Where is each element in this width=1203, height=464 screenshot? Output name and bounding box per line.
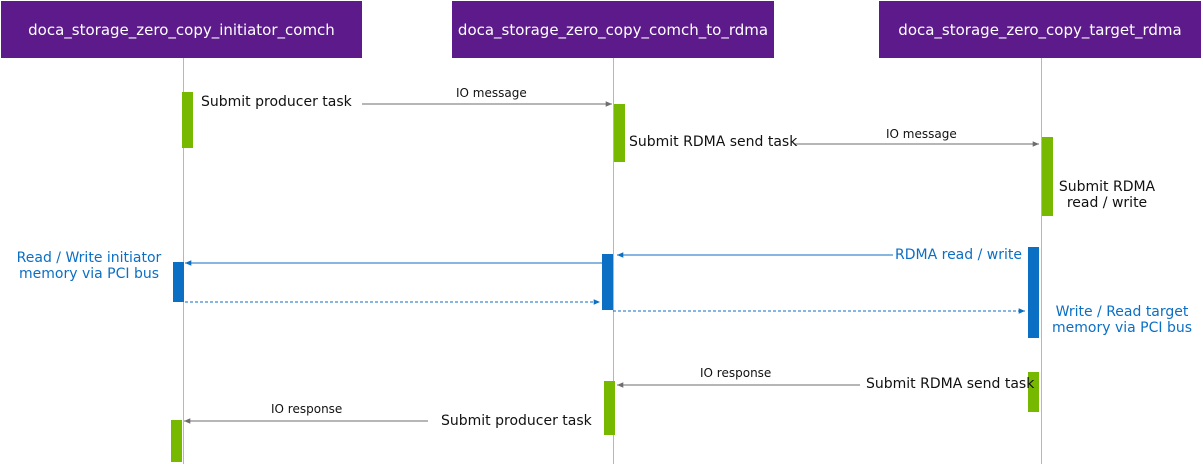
- label-target-write-read-line2: memory via PCI bus: [1052, 320, 1192, 336]
- lifeline-comch-to-rdma: [613, 58, 614, 464]
- activation-initiator-3: [171, 420, 182, 462]
- label-submit-rdma-read-write-line2: read / write: [1066, 195, 1148, 211]
- lifeline-target: [1041, 58, 1042, 464]
- label-submit-producer-task-2: Submit producer task: [441, 413, 592, 429]
- label-submit-rdma-send-task-1: Submit RDMA send task: [629, 134, 798, 150]
- activation-initiator-1: [182, 92, 193, 148]
- activation-target-3: [1028, 372, 1039, 412]
- label-target-write-read: Write / Read target memory via PCI bus: [1046, 304, 1198, 336]
- label-io-response-1: IO response: [700, 366, 772, 380]
- activation-initiator-2: [173, 262, 184, 302]
- activation-target-1: [1042, 137, 1053, 216]
- label-io-message-1: IO message: [456, 86, 527, 100]
- activation-comch-2: [602, 254, 613, 310]
- participant-initiator-comch: doca_storage_zero_copy_initiator_comch: [1, 1, 362, 58]
- label-io-message-2: IO message: [886, 127, 957, 141]
- participant-target-rdma: doca_storage_zero_copy_target_rdma: [879, 1, 1201, 58]
- activation-comch-1: [614, 104, 625, 162]
- label-initiator-read-write-line1: Read / Write initiator: [16, 250, 162, 266]
- activation-comch-3: [604, 381, 615, 435]
- label-initiator-read-write-line2: memory via PCI bus: [19, 266, 159, 282]
- label-initiator-read-write: Read / Write initiator memory via PCI bu…: [6, 250, 172, 282]
- lifeline-initiator: [183, 58, 184, 464]
- label-target-write-read-line1: Write / Read target: [1055, 304, 1189, 320]
- label-rdma-read-write: RDMA read / write: [895, 247, 1022, 263]
- label-submit-producer-task-1: Submit producer task: [201, 94, 352, 110]
- label-submit-rdma-read-write-line1: Submit RDMA: [1058, 179, 1156, 195]
- label-submit-rdma-send-task-2: Submit RDMA send task: [866, 376, 1035, 392]
- label-submit-rdma-read-write: Submit RDMA read / write: [1058, 179, 1156, 211]
- label-io-response-2: IO response: [271, 402, 343, 416]
- participant-comch-to-rdma: doca_storage_zero_copy_comch_to_rdma: [452, 1, 774, 58]
- activation-target-2: [1028, 247, 1039, 338]
